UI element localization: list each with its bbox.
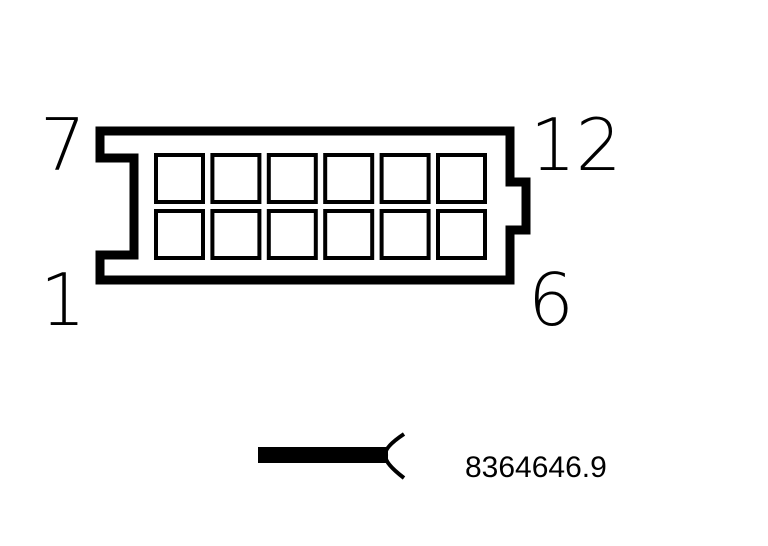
pin-cavity <box>323 153 375 204</box>
pin-label-bottom-right: 6 <box>528 258 574 342</box>
pin-cavity <box>266 209 318 260</box>
pin-cavity <box>210 209 262 260</box>
view-direction-symbol <box>258 432 406 480</box>
part-number: 8364646.9 <box>465 451 607 484</box>
pin-cavity <box>379 153 431 204</box>
pin-cavity <box>154 209 205 260</box>
pin-cavity <box>379 209 431 260</box>
pin-cavity-grid <box>154 153 487 260</box>
pin-cavity <box>323 209 375 260</box>
pin-cavity <box>154 153 205 204</box>
pin-cavity <box>436 153 487 204</box>
connector-end-arc <box>383 432 406 480</box>
pin-label-top-left: 7 <box>40 103 86 187</box>
connector-housing <box>95 126 531 285</box>
pin-cavity <box>436 209 487 260</box>
pin-label-bottom-left: 1 <box>40 258 86 342</box>
pin-cavity <box>210 153 262 204</box>
pin-cavity <box>266 153 318 204</box>
pin-label-top-right: 12 <box>530 103 622 187</box>
